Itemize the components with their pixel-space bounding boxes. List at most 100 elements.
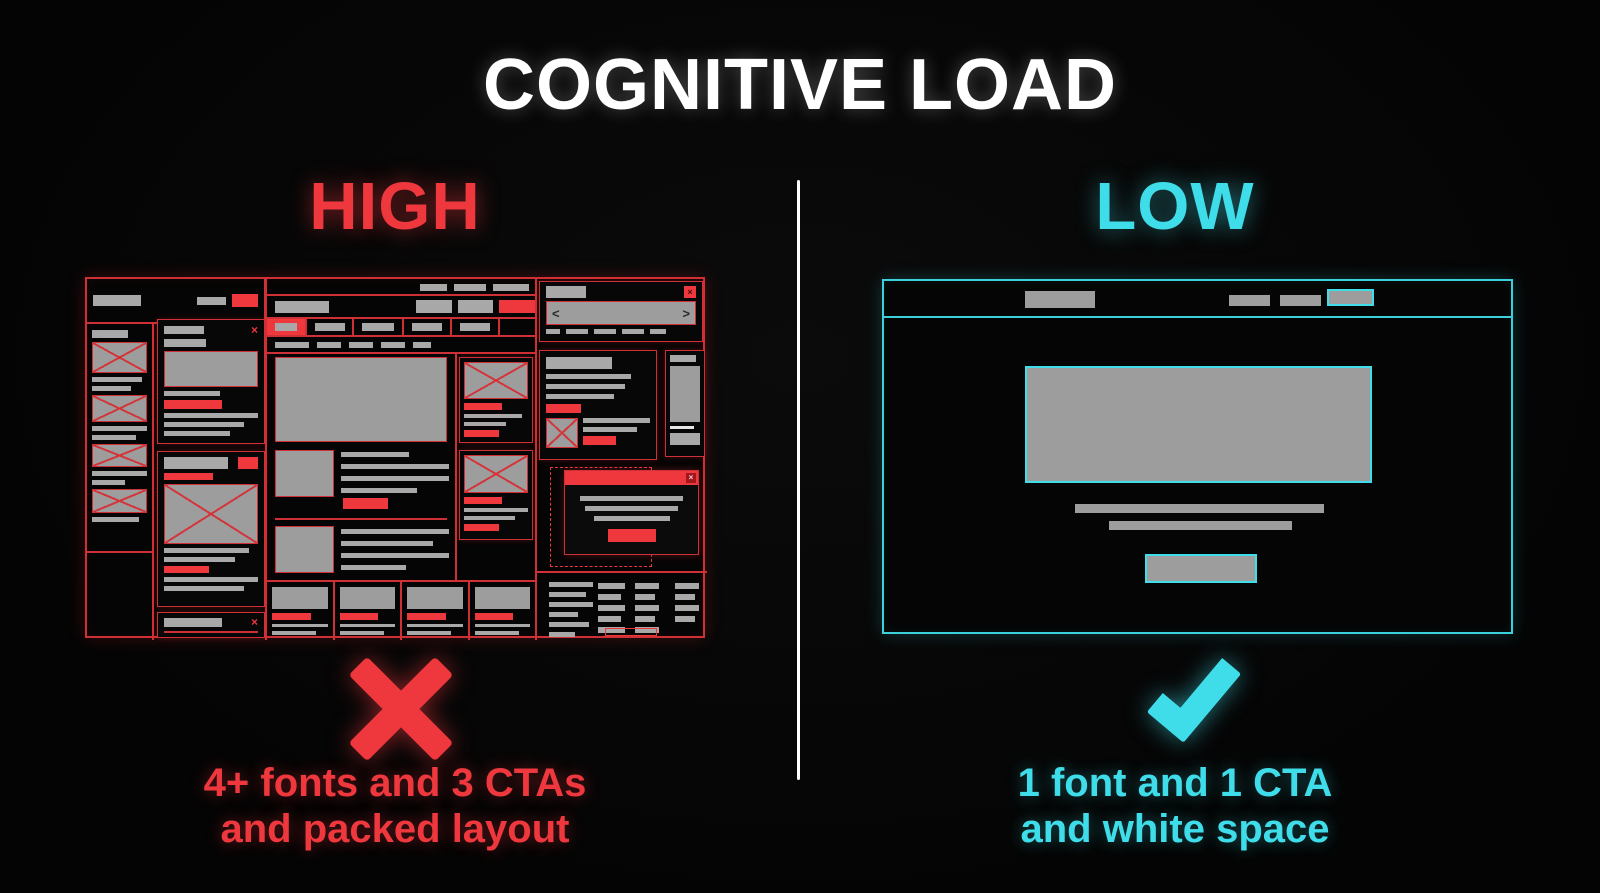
mock-chip bbox=[598, 605, 625, 611]
mock-chip bbox=[164, 326, 204, 334]
mock-ad-card bbox=[665, 350, 705, 457]
mock-card-header: × bbox=[164, 615, 258, 629]
mock-logo-chip bbox=[93, 295, 141, 306]
mock-chip bbox=[675, 616, 696, 622]
mock-card-row bbox=[267, 582, 535, 640]
mock-card: × bbox=[157, 612, 265, 638]
mock-sidebar-empty bbox=[87, 553, 154, 640]
mock-text-line bbox=[92, 471, 147, 476]
mock-chip bbox=[317, 342, 341, 348]
mock-footer-links bbox=[598, 583, 625, 633]
mock-text-line bbox=[164, 422, 244, 427]
mock-carousel: < > bbox=[546, 301, 696, 325]
mock-modal: × bbox=[564, 470, 699, 555]
mock-nav-button bbox=[1327, 289, 1374, 306]
mock-text-line bbox=[549, 612, 578, 617]
mock-text-line bbox=[341, 488, 417, 493]
mock-button bbox=[164, 566, 209, 573]
close-icon: × bbox=[250, 615, 258, 629]
mock-footer-links bbox=[675, 583, 699, 622]
mock-panel-header: × bbox=[546, 286, 696, 298]
mock-text-line bbox=[341, 464, 449, 469]
mock-chip bbox=[675, 605, 699, 611]
mock-chip bbox=[92, 330, 128, 338]
mock-chip bbox=[598, 583, 625, 589]
page-title: COGNITIVE LOAD bbox=[482, 45, 1117, 125]
mock-button bbox=[272, 613, 311, 620]
mock-chip-row bbox=[546, 329, 696, 334]
mock-image-placeholder bbox=[164, 631, 258, 633]
mock-card: × bbox=[157, 319, 265, 444]
mock-text-line bbox=[1075, 504, 1324, 513]
mock-text-line bbox=[92, 426, 147, 431]
mock-text-line bbox=[341, 565, 406, 570]
mock-text-line bbox=[546, 374, 632, 379]
mock-media-row bbox=[546, 418, 650, 448]
mock-image-box bbox=[474, 587, 530, 610]
mock-chip bbox=[635, 583, 659, 589]
mock-text-line bbox=[549, 592, 587, 597]
mock-chip bbox=[635, 616, 656, 622]
mock-card bbox=[267, 582, 335, 640]
mock-text-line bbox=[164, 577, 258, 582]
low-caption: 1 font and 1 CTA and white space bbox=[860, 760, 1490, 852]
mock-cta-button bbox=[343, 498, 388, 509]
mock-text-block bbox=[341, 452, 449, 493]
mock-divider bbox=[265, 279, 267, 640]
mock-nav-chip bbox=[1280, 295, 1321, 306]
mock-button bbox=[164, 400, 222, 409]
mock-tag-chip bbox=[164, 473, 213, 480]
mock-image-placeholder bbox=[92, 395, 147, 422]
high-wireframe: × bbox=[85, 277, 707, 640]
low-caption-line1: 1 font and 1 CTA bbox=[1017, 761, 1333, 805]
mock-modal-body bbox=[565, 485, 698, 542]
mock-text-line bbox=[549, 632, 576, 637]
mock-text-line bbox=[341, 529, 449, 534]
mock-text-line bbox=[474, 631, 519, 635]
mock-image-placeholder bbox=[164, 484, 258, 544]
mock-nav-chip bbox=[1229, 295, 1270, 306]
check-mark-stroke bbox=[1146, 643, 1242, 743]
mock-breadcrumb-row bbox=[267, 341, 535, 349]
mock-chip bbox=[314, 323, 345, 331]
mock-chip bbox=[650, 329, 666, 334]
mock-text-line bbox=[92, 386, 131, 391]
mock-tag-chip bbox=[464, 403, 502, 410]
mock-cta-button bbox=[1145, 554, 1257, 583]
mock-logo-chip bbox=[275, 300, 329, 313]
mock-text-line bbox=[164, 548, 249, 553]
mock-text-line bbox=[164, 431, 230, 436]
mock-button bbox=[583, 436, 616, 445]
mock-tab bbox=[452, 319, 500, 335]
mock-card bbox=[539, 350, 657, 460]
low-wireframe bbox=[882, 279, 1513, 634]
mock-button bbox=[232, 294, 258, 307]
mock-chip bbox=[675, 583, 699, 589]
close-icon: × bbox=[250, 323, 258, 337]
mock-chip bbox=[670, 433, 700, 445]
mock-divider bbox=[670, 426, 694, 429]
mock-text-line bbox=[92, 517, 139, 522]
mock-divider bbox=[267, 352, 535, 354]
mock-image-placeholder bbox=[464, 362, 528, 399]
mock-tag-chip bbox=[464, 497, 502, 504]
mock-button bbox=[464, 524, 499, 531]
mock-header bbox=[884, 281, 1511, 318]
mock-text-line bbox=[164, 586, 244, 591]
mock-chip bbox=[598, 616, 621, 622]
mock-chip bbox=[546, 329, 560, 334]
mock-text-line bbox=[92, 435, 136, 440]
mock-text-line bbox=[546, 384, 626, 389]
mock-text-line bbox=[1109, 521, 1292, 530]
mock-image-placeholder bbox=[92, 342, 147, 373]
mock-button bbox=[474, 613, 514, 620]
mock-text-line bbox=[164, 391, 221, 396]
mock-chip bbox=[460, 323, 490, 331]
mock-card-header: × bbox=[164, 323, 258, 337]
mock-tab-active bbox=[267, 319, 307, 335]
mock-text-line bbox=[341, 541, 433, 546]
mock-chip bbox=[458, 300, 493, 313]
mock-card bbox=[470, 582, 536, 640]
mock-text-line bbox=[92, 480, 125, 485]
mock-text-line bbox=[464, 508, 528, 512]
